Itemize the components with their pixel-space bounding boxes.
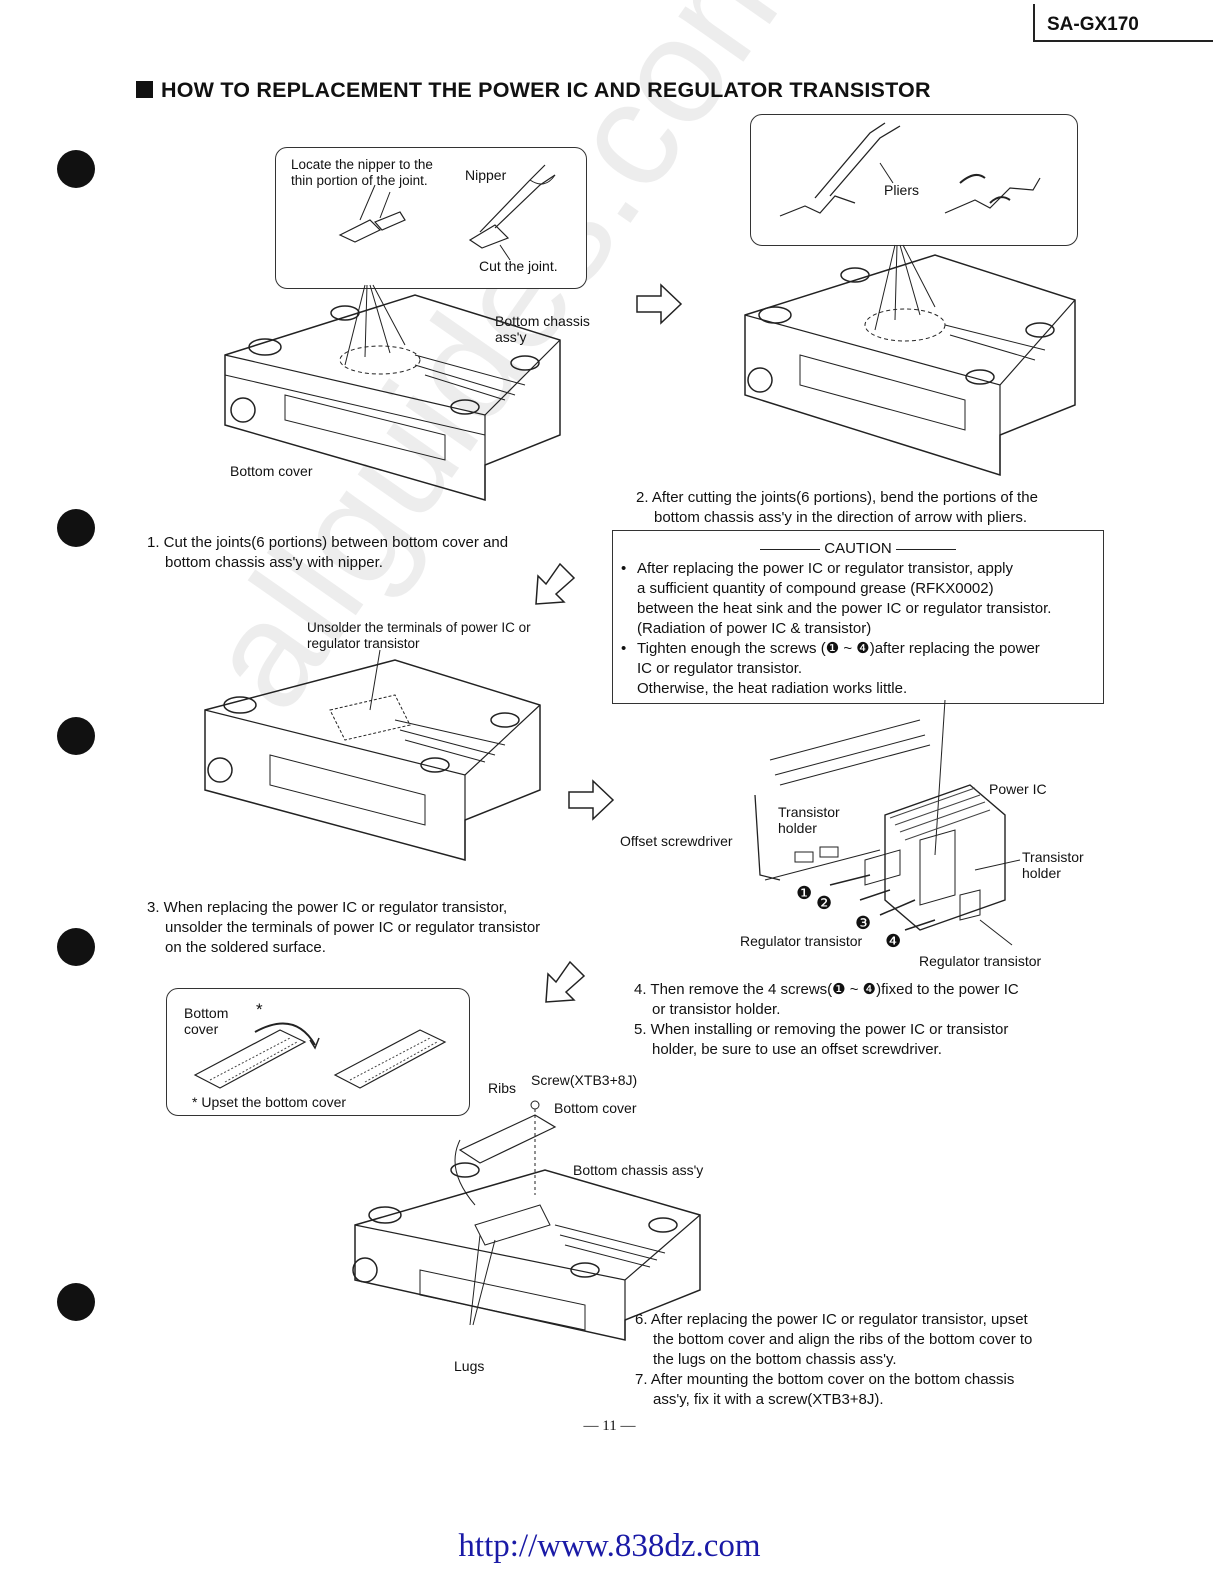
screw-number-4: ❹ [885,931,902,951]
step-6: 6. After replacing the power IC or regul… [635,1311,1033,1368]
step-7: 7. After mounting the bottom cover on th… [635,1371,1015,1408]
arrow-right-icon [636,283,683,325]
unit-illustration-3 [204,649,541,861]
bottom-cover-label-2: Bottom cover [554,1100,637,1116]
offset-screwdriver-label: Offset screwdriver [620,833,733,849]
pliers-label: Pliers [884,182,920,198]
bottom-cover-callout-label: Bottom cover [184,1005,229,1037]
arrow-down-left-icon [535,562,576,605]
caution-bullet-1: • After replacing the power IC or regula… [621,560,1052,637]
star-mark: * [256,1000,263,1019]
screw-number-2: ❷ [816,893,833,913]
lugs-label: Lugs [454,1358,485,1374]
step-2: 2. After cutting the joints(6 portions),… [636,489,1038,526]
nipper-label: Nipper [465,167,507,183]
arrow-down-left-icon-2 [545,960,586,1003]
step-4: 4. Then remove the 4 screws(❶ ~ ❹)fixed … [634,981,1019,1018]
unit-illustration-4 [352,1100,701,1341]
regulator-transistor-label-right: Regulator transistor [919,953,1042,969]
unsolder-label: Unsolder the terminals of power IC or re… [307,620,531,651]
unit-illustration-2 [744,244,1076,477]
punch-hole-1 [57,150,95,188]
nipper-detail-illustration [338,164,556,261]
nipper-callout [275,147,587,289]
punch-hole-2 [57,509,95,547]
pliers-callout [750,114,1078,246]
transistor-holder-label-left: Transistor holder [778,804,840,836]
nipper-instruction: Locate the nipper to the thin portion of… [291,157,433,188]
unit-illustration-1 [224,284,561,501]
cut-joint-label: Cut the joint. [479,258,558,274]
punch-hole-4 [57,928,95,966]
heatsink-illustration [754,699,1021,946]
title-square-icon [136,81,153,98]
bottom-cover-label: Bottom cover [230,463,313,479]
step-1: 1. Cut the joints(6 portions) between bo… [147,534,509,571]
step-5: 5. When installing or removing the power… [634,1021,1009,1058]
caution-title: CAUTION [621,539,1095,559]
caution-box: CAUTION • After replacing the power IC o… [612,530,1104,704]
upset-note: * Upset the bottom cover [192,1094,347,1110]
bottom-chassis-label-2: Bottom chassis ass'y [573,1162,704,1178]
page-number: — 11 — [583,1418,636,1434]
upset-cover-callout [166,988,470,1116]
regulator-transistor-label-left: Regulator transistor [740,933,863,949]
transistor-holder-label-right: Transistor holder [1022,849,1084,881]
bottom-chassis-label: Bottom chassis ass'y [495,313,590,345]
pliers-detail-illustration [779,122,1041,217]
ribs-label: Ribs [488,1080,517,1096]
caution-bullet-2: • Tighten enough the screws (❶ ~ ❹)after… [621,640,1040,697]
step-3: 3. When replacing the power IC or regula… [147,899,541,956]
model-number: SA-GX170 [1033,4,1213,42]
page-title: HOW TO REPLACEMENT THE POWER IC AND REGU… [136,78,931,103]
footer-link[interactable]: http://www.838dz.com [458,1528,761,1564]
screw-label: Screw(XTB3+8J) [531,1072,638,1088]
screw-number-3: ❸ [855,913,872,933]
punch-hole-5 [57,1283,95,1321]
screw-number-1: ❶ [796,883,813,903]
cover-flip-illustration [193,1022,447,1089]
punch-hole-3 [57,717,95,755]
arrow-right-icon-2 [568,779,615,821]
power-ic-label: Power IC [989,781,1047,797]
